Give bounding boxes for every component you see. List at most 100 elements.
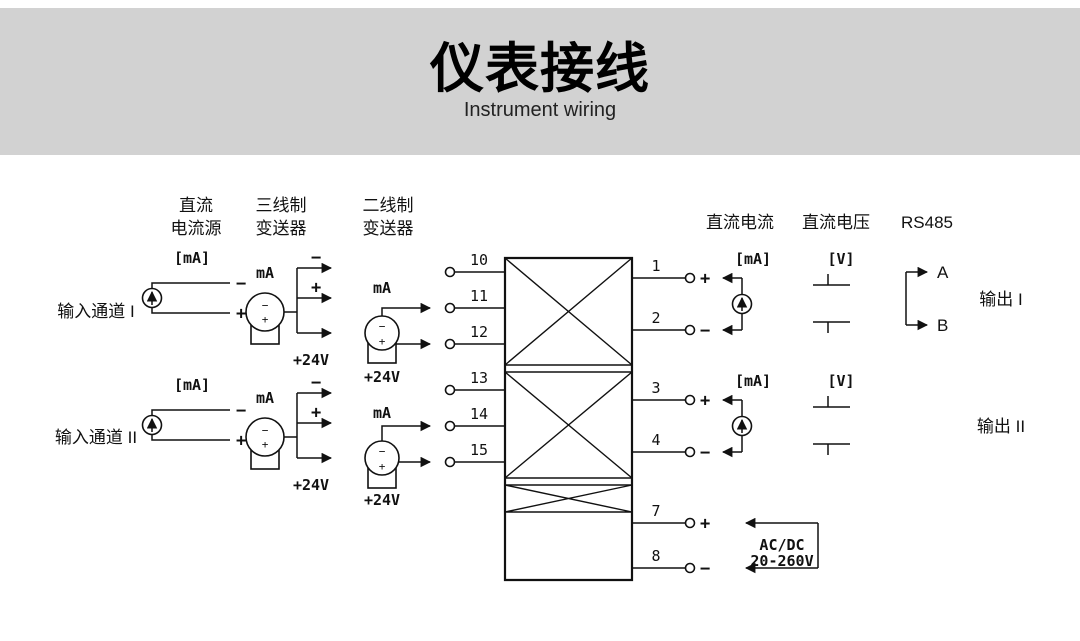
polarity-minus: − [700,321,710,341]
supply-24v-label: +24V [364,368,400,386]
polarity-minus: − [236,401,246,421]
terminal-12 [444,338,456,350]
terminal-10 [444,266,456,278]
terminal-number: 4 [651,431,660,449]
voltage-range-label: 20-260V [750,552,813,570]
left-terminals: 10 11 12 13 14 15 [444,251,505,468]
terminal-number: 1 [651,257,660,275]
v-bracket-label: [V] [827,250,854,268]
terminal-1 [684,272,696,284]
polarity-minus: − [379,445,386,458]
polarity-plus: + [700,514,710,534]
supply-24v-label: +24V [364,491,400,509]
voltage-plate-icon [813,274,850,286]
polarity-minus: − [311,373,321,393]
polarity-plus: + [262,313,269,326]
wire [151,282,230,314]
terminal-number: 2 [651,309,660,327]
ma-label: mA [256,389,274,407]
polarity-plus: + [311,278,321,298]
output2-current-loop: [mA] [721,372,771,458]
dc-current-source-ch1: [mA] − + [141,249,246,324]
terminal-number: 7 [651,502,660,520]
terminal-3 [684,394,696,406]
terminal-number: 3 [651,379,660,397]
voltage-plate-icon [813,443,850,455]
isolation-cross-icon [504,371,633,479]
polarity-minus: − [700,443,710,463]
terminal-number: 13 [470,369,488,387]
terminal-7 [684,517,696,529]
polarity-plus: + [311,403,321,423]
dc-current-source-ch2: [mA] − + [141,376,246,451]
ma-label: mA [256,264,274,282]
ma-label: mA [373,279,391,297]
page-title: 仪表接线 [430,38,650,99]
terminal-8 [684,562,696,574]
polarity-plus: + [236,304,246,324]
output1-voltage-symbol: [V] [813,250,855,333]
terminal-13 [444,384,456,396]
rs485-line-a: A [937,263,949,282]
supply-24v-label: +24V [293,351,329,369]
terminal-11 [444,302,456,314]
ma-bracket-label: [mA] [174,376,210,394]
three-wire-transmitter-ch1: mA − + − + +24V [245,248,333,369]
polarity-plus: + [700,269,710,289]
three-wire-transmitter-ch2: mA − + − + +24V [245,373,333,494]
ma-bracket-label: [mA] [174,249,210,267]
ma-bracket-label: [mA] [735,250,771,268]
label-two-wire-line2: 变送器 [363,219,414,238]
ma-bracket-label: [mA] [735,372,771,390]
voltage-plate-icon [813,321,850,333]
polarity-plus: + [700,391,710,411]
acdc-label: AC/DC [759,536,804,554]
terminal-number: 10 [470,251,488,269]
polarity-minus: − [236,274,246,294]
terminal-number: 11 [470,287,488,305]
label-three-wire-line1: 三线制 [256,196,307,215]
polarity-plus: + [379,460,386,473]
output2-voltage-symbol: [V] [813,372,855,455]
isolation-cross-icon [504,484,633,513]
block-outline [503,256,634,582]
label-output-2: 输出 II [977,417,1025,436]
voltage-plate-icon [813,396,850,408]
polarity-minus: − [379,320,386,333]
supply-24v-label: +24V [293,476,329,494]
terminal-2 [684,324,696,336]
terminal-number: 15 [470,441,488,459]
label-dc-source-line1: 直流 [179,196,213,215]
two-wire-transmitter-ch2: mA − + +24V [364,404,432,509]
label-output-1: 输出 I [979,290,1022,309]
label-three-wire-line2: 变送器 [256,219,307,238]
wiring-diagram: 直流 电流源 三线制 变送器 二线制 变送器 输入通道 I 输入通道 II [m… [55,196,1025,582]
rs485-bracket: A B [905,263,949,335]
polarity-minus: − [311,248,321,268]
wire-arrow [381,420,432,441]
polarity-plus: + [262,438,269,451]
output-column-headers: 直流电流 直流电压 RS485 [706,213,953,232]
terminal-14 [444,420,456,432]
page-subtitle: Instrument wiring [463,99,617,122]
label-input-channel-2: 输入通道 II [55,428,137,447]
label-dc-current: 直流电流 [706,213,774,232]
header-band: 仪表接线 Instrument wiring [0,8,1080,155]
instrument-block [503,256,634,582]
polarity-minus: − [700,559,710,579]
input-column-headers: 直流 电流源 三线制 变送器 二线制 变送器 [171,196,414,238]
power-supply-bracket: AC/DC 20-260V [744,517,819,574]
two-wire-transmitter-ch1: mA − + +24V [364,279,432,386]
rs485-line-b: B [937,316,948,335]
right-terminals: 1 + 2 − 3 + 4 − 7 + 8 − [632,257,710,579]
wire [151,409,230,441]
terminal-4 [684,446,696,458]
polarity-plus: + [236,431,246,451]
v-bracket-label: [V] [827,372,854,390]
label-dc-source-line2: 电流源 [171,219,222,238]
label-two-wire-line1: 二线制 [363,196,414,215]
label-rs485: RS485 [901,213,953,232]
label-input-channel-1: 输入通道 I [57,302,134,321]
isolation-cross-icon [504,257,633,366]
terminal-number: 14 [470,405,488,423]
